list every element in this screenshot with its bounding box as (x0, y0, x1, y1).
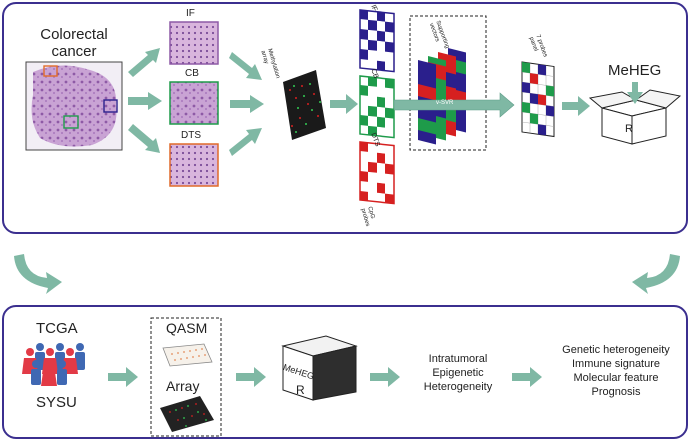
support-vectors-box (409, 15, 487, 151)
result-text: Intratumoral Epigenetic Heterogeneity (410, 352, 506, 394)
sample-if-image (169, 21, 219, 65)
methods-box (150, 317, 222, 437)
sample-cb-image (169, 81, 219, 125)
outcome-immune-signature: Immune signature (571, 358, 661, 370)
svr-label: v-SVR (436, 100, 454, 106)
meheg-down-arrow (627, 82, 643, 104)
cancer-title-line1: Colorectal (40, 26, 108, 43)
cohort-people-icon (22, 343, 85, 386)
arrow-array-to-matrices (330, 94, 358, 114)
matrix-dts (359, 141, 395, 205)
arrow-to-if (128, 48, 160, 77)
closed-box-letter: R (296, 383, 305, 397)
arrow-cb-to-array (230, 95, 264, 113)
method-qasm: QASM (166, 320, 208, 336)
arrow-box-to-result (370, 367, 400, 387)
sample-dts-image (169, 143, 219, 187)
arrow-dts-to-array (229, 128, 262, 156)
outcome-molecular-feature: Molecular feature (573, 372, 659, 384)
open-box-letter: R (625, 123, 633, 135)
probes-panel-matrix (521, 61, 555, 138)
cohort-tcga: TCGA (36, 320, 78, 337)
cancer-title-line2: cancer (51, 43, 97, 60)
methylation-array-chip (283, 70, 326, 140)
meheg-closed-box (281, 335, 358, 401)
svr-arrow (393, 92, 515, 118)
arrow-if-to-array (229, 52, 262, 80)
array-chip-image (160, 396, 214, 432)
result-line1: Intratumoral (428, 353, 488, 365)
support-vector-stack (418, 48, 466, 145)
outcome-genetic-heterogeneity: Genetic heterogeneity (562, 344, 670, 356)
meheg-open-box (588, 89, 682, 145)
curved-arrow-right (632, 254, 680, 294)
sample-label-dts: DTS (181, 130, 201, 141)
outcomes-list: Genetic heterogeneity Immune signature M… (548, 343, 684, 399)
arrows-to-array (229, 52, 264, 156)
outcome-prognosis: Prognosis (591, 386, 641, 398)
sample-label-if: IF (186, 8, 195, 19)
qasm-plate-image (162, 343, 213, 367)
curved-arrow-left (14, 254, 62, 294)
cancer-title: Colorectal cancer (38, 26, 110, 60)
arrow-panel-to-box (562, 96, 590, 116)
matrix-cb (359, 75, 395, 139)
arrow-result-to-outcomes (512, 367, 542, 387)
result-line3: Heterogeneity (423, 381, 493, 393)
arrows-to-samples (128, 48, 162, 153)
sample-label-cb: CB (185, 68, 199, 79)
cohort-sysu: SYSU (36, 394, 77, 411)
arrow-methods-to-box (236, 367, 266, 387)
result-line2: Epigenetic (432, 367, 484, 379)
method-array: Array (166, 378, 200, 394)
tissue-main-image (25, 61, 123, 151)
arrow-cohort-to-methods (108, 367, 138, 387)
matrix-if (359, 9, 395, 73)
arrow-to-cb (128, 92, 162, 110)
meheg-title: MeHEG (608, 62, 662, 79)
arrow-to-dts (128, 124, 160, 153)
